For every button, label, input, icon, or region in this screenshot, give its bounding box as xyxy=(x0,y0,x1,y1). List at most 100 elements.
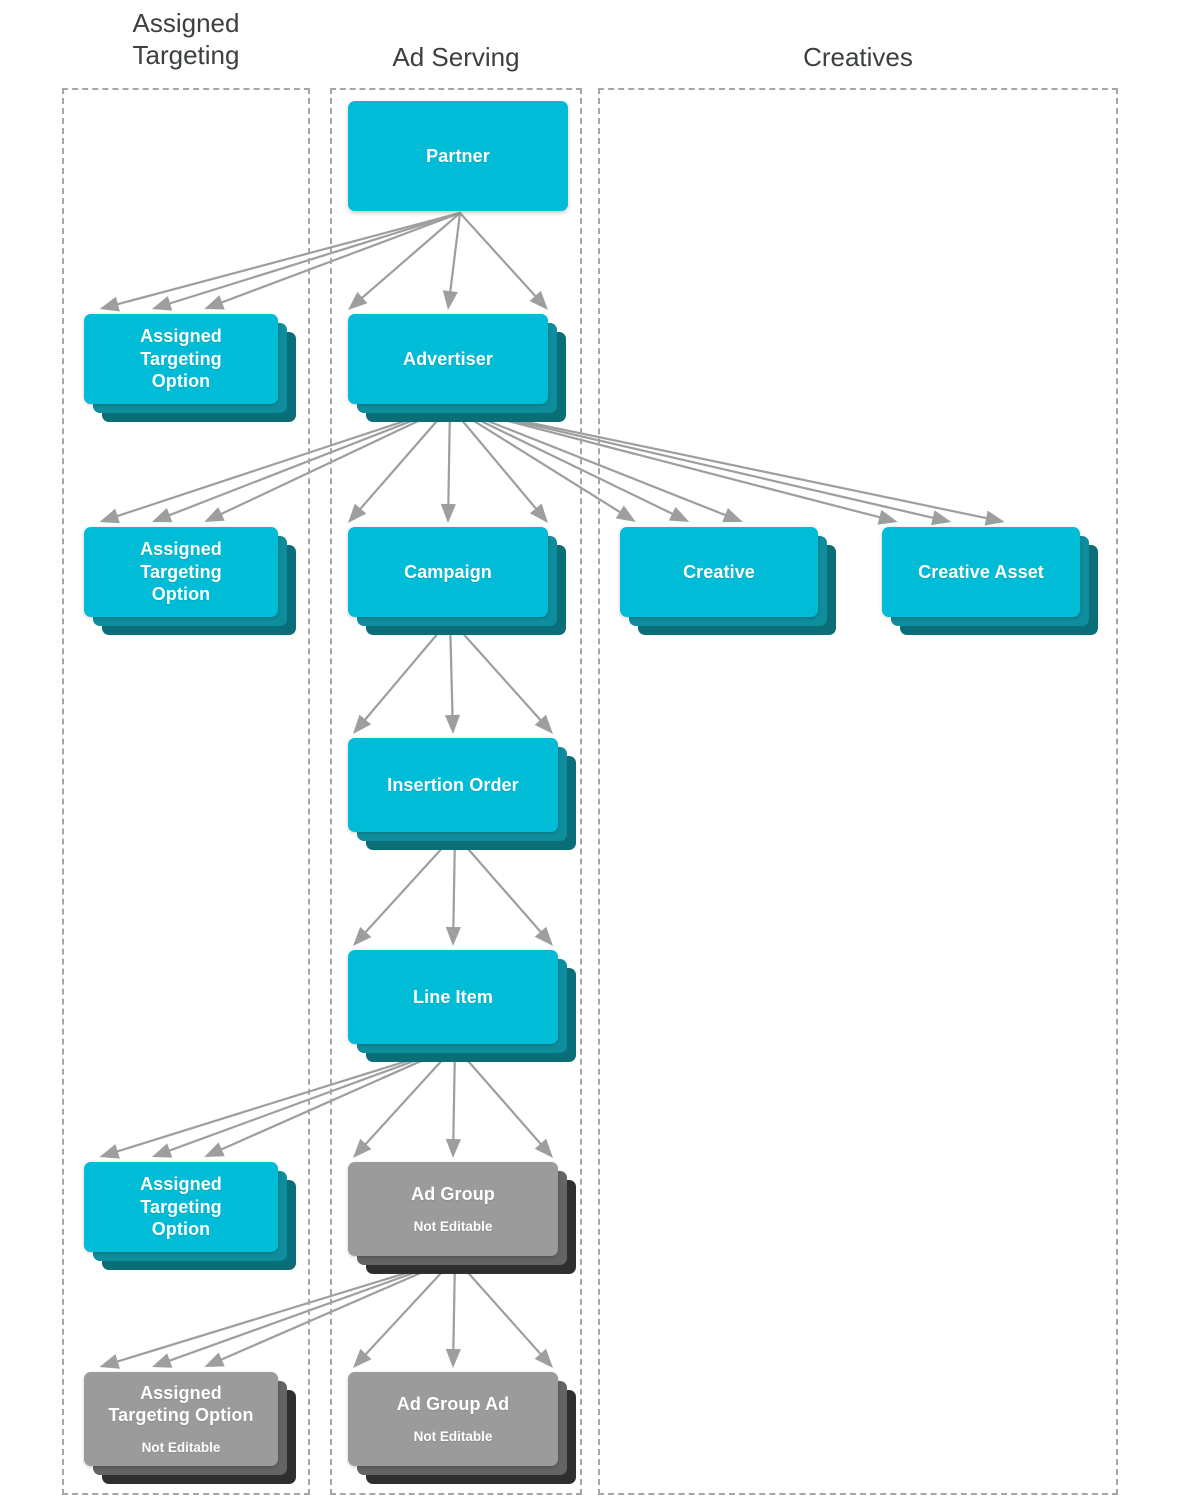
edge-arrowhead xyxy=(348,291,368,310)
edge-line xyxy=(448,617,544,724)
edge-line xyxy=(218,211,462,305)
edge-line xyxy=(458,211,539,300)
edge-arrowhead xyxy=(931,510,952,526)
node-insertion-order[interactable]: Insertion Order xyxy=(348,738,576,850)
edge-arrowhead xyxy=(99,296,120,312)
edge-arrowhead xyxy=(529,503,548,523)
node-advertiser[interactable]: Advertiser xyxy=(348,314,566,422)
edge-arrowhead xyxy=(204,1142,225,1157)
node-label: Assigned Targeting Option xyxy=(140,1173,222,1240)
edge-line xyxy=(448,404,624,515)
edge-arrowhead xyxy=(444,714,461,734)
node-card-partner[interactable]: Partner xyxy=(348,101,568,211)
node-card-line-item[interactable]: Line Item xyxy=(348,950,558,1044)
edge-line xyxy=(362,617,452,723)
edge-line xyxy=(448,404,729,518)
node-card-ato-advertiser[interactable]: Assigned Targeting Option xyxy=(84,527,278,617)
node-card-advertiser[interactable]: Advertiser xyxy=(348,314,548,404)
edge-arrowhead xyxy=(353,1138,372,1158)
edge-line xyxy=(447,404,452,509)
edge-line xyxy=(113,1256,457,1364)
edge-line xyxy=(448,404,991,520)
edge-line xyxy=(357,404,452,513)
edge-arrowhead xyxy=(534,1138,553,1158)
edge-arrowhead xyxy=(984,510,1005,526)
node-label: Insertion Order xyxy=(387,774,519,795)
edge-arrowhead xyxy=(353,714,372,734)
swimlane-creatives xyxy=(598,88,1118,1495)
node-label: Assigned Targeting Option xyxy=(108,1382,254,1426)
edge-line xyxy=(453,1044,544,1148)
edge-arrowhead xyxy=(877,509,898,525)
edge-line xyxy=(448,404,884,520)
node-ato-line-item[interactable]: Assigned Targeting Option xyxy=(84,1162,296,1270)
edge-line xyxy=(113,1044,457,1154)
edge-line xyxy=(165,1256,457,1363)
edge-arrowhead xyxy=(204,1352,225,1367)
node-card-campaign[interactable]: Campaign xyxy=(348,527,548,617)
node-label: Assigned Targeting Option xyxy=(140,538,222,605)
edge-arrowhead xyxy=(529,290,548,310)
node-label: Partner xyxy=(426,145,490,166)
node-card-insertion-order[interactable]: Insertion Order xyxy=(348,738,558,832)
edge-arrowhead xyxy=(442,290,458,310)
edge-arrowhead xyxy=(204,507,225,522)
edge-line xyxy=(113,404,452,519)
column-header-ad-serving: Ad Serving xyxy=(392,42,520,72)
edge-line xyxy=(448,617,454,720)
node-ato-advertiser[interactable]: Assigned Targeting Option xyxy=(84,527,296,635)
edge-arrowhead xyxy=(440,503,456,523)
edge-line xyxy=(358,211,462,301)
node-creative-asset[interactable]: Creative Asset xyxy=(882,527,1098,635)
edge-arrowhead xyxy=(722,507,743,523)
node-partner[interactable]: Partner xyxy=(348,101,568,211)
swimlane-assigned-targeting xyxy=(62,88,310,1495)
edge-line xyxy=(362,832,457,936)
edge-line xyxy=(217,1256,457,1362)
node-label: Line Item xyxy=(413,986,493,1007)
node-label: Creative xyxy=(683,561,755,582)
edge-line xyxy=(452,832,457,932)
node-line-item[interactable]: Line Item xyxy=(348,950,576,1062)
edge-line xyxy=(452,1044,457,1144)
edge-arrowhead xyxy=(615,505,636,522)
column-header-assigned-targeting: Assigned Targeting xyxy=(132,8,240,70)
edge-arrowhead xyxy=(151,508,173,523)
edge-arrowhead xyxy=(99,508,120,524)
node-status-badge: Not Editable xyxy=(141,1440,221,1456)
node-label: Campaign xyxy=(404,561,492,582)
node-card-creative[interactable]: Creative xyxy=(620,527,818,617)
node-ato-partner[interactable]: Assigned Targeting Option xyxy=(84,314,296,422)
edge-arrowhead xyxy=(445,926,461,946)
edge-arrowhead xyxy=(534,714,553,734)
node-campaign[interactable]: Campaign xyxy=(348,527,566,635)
node-creative[interactable]: Creative xyxy=(620,527,836,635)
edge-arrowhead xyxy=(151,1143,173,1158)
node-card-creative-asset[interactable]: Creative Asset xyxy=(882,527,1080,617)
edge-arrowhead xyxy=(151,296,173,311)
node-label: Ad Group Ad xyxy=(396,1394,510,1415)
edge-line xyxy=(113,211,462,306)
node-label: Advertiser xyxy=(402,348,494,369)
edge-line xyxy=(166,211,462,306)
node-label: Ad Group xyxy=(411,1184,495,1205)
edge-arrowhead xyxy=(445,1348,461,1368)
node-card-ato-line-item[interactable]: Assigned Targeting Option xyxy=(84,1162,278,1252)
edge-line xyxy=(448,211,462,296)
edge-arrowhead xyxy=(204,295,225,310)
edge-line xyxy=(165,1044,457,1153)
edge-line xyxy=(362,1044,457,1148)
edge-arrowhead xyxy=(445,1138,461,1158)
edge-arrowhead xyxy=(353,926,372,946)
edge-line xyxy=(448,404,677,517)
node-label: Assigned Targeting Option xyxy=(140,325,222,392)
node-card-ato-partner[interactable]: Assigned Targeting Option xyxy=(84,314,278,404)
